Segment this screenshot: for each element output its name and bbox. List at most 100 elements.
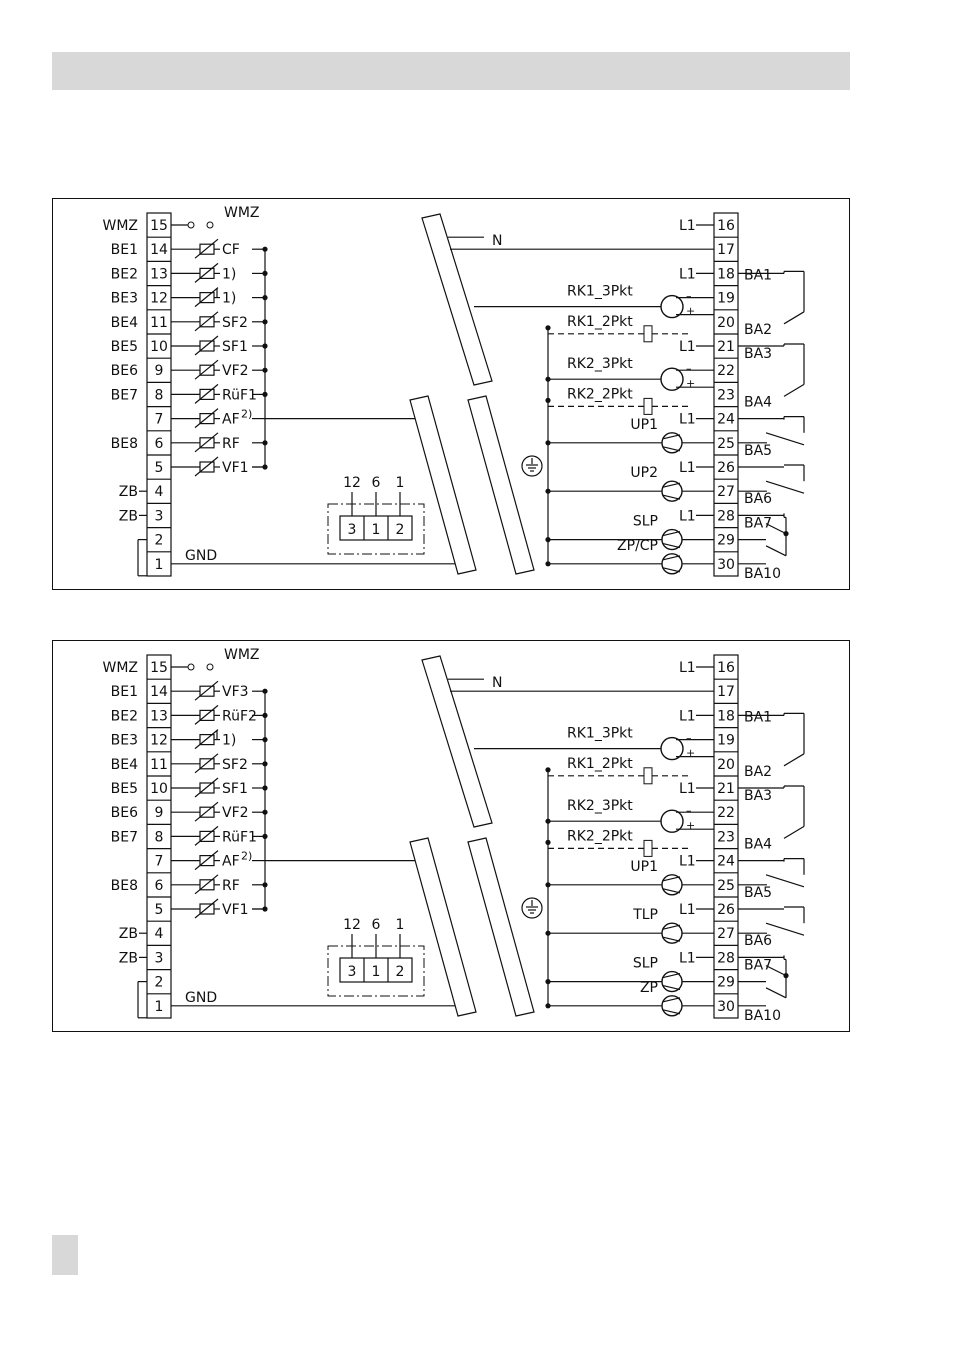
sensor-label: AF — [222, 412, 240, 428]
connector-top-label: 12 — [343, 475, 361, 491]
pump-icon-chevron — [662, 446, 681, 452]
pump-icon-chevron — [662, 531, 681, 537]
sensor-arrow — [194, 359, 219, 380]
left-terminal-number: 2 — [155, 975, 164, 991]
input-label: BE3 — [111, 291, 138, 307]
sensor-arrow — [194, 777, 219, 798]
right-terminal-number: 17 — [717, 684, 735, 700]
rk-label: RK2_2Pkt — [567, 828, 633, 844]
junction-dot — [545, 1003, 551, 1009]
left-terminal-number: 11 — [150, 315, 168, 331]
l1-label: L1 — [679, 266, 696, 282]
pump-icon — [661, 995, 683, 1017]
left-terminal-number: 9 — [155, 805, 164, 821]
input-label: BE5 — [111, 781, 138, 797]
sensor-label: RüF1 — [222, 387, 257, 403]
right-terminal-number: 20 — [717, 315, 735, 331]
junction-dot — [545, 488, 551, 494]
sensor-label: SF1 — [222, 781, 248, 797]
connector-pin-label: 2 — [396, 522, 405, 538]
gnd-label: GND — [185, 548, 217, 564]
l1-label: L1 — [679, 412, 696, 428]
input-label: BE7 — [111, 829, 138, 845]
pump-icon-chevron — [662, 973, 681, 979]
l1-label: L1 — [679, 854, 696, 870]
left-terminal-number: 11 — [150, 757, 168, 773]
relay-coil-icon — [643, 839, 653, 857]
sensor-label: CF — [222, 242, 240, 258]
right-terminal-strip — [713, 654, 739, 1019]
right-terminal-number: 21 — [717, 781, 735, 797]
left-terminal-number: 13 — [150, 708, 168, 724]
input-label: BE7 — [111, 387, 138, 403]
sensor-label: 1) — [222, 291, 236, 307]
input-label: BE1 — [111, 684, 138, 700]
left-terminal-number: 4 — [155, 926, 164, 942]
sensor-arrow — [194, 383, 219, 404]
sensor-arrow — [194, 432, 219, 453]
sensor-label: SF2 — [222, 315, 248, 331]
pump-icon — [661, 970, 683, 993]
junction-dot — [545, 979, 551, 985]
left-terminal-number: 6 — [155, 436, 164, 452]
right-terminal-number: 27 — [717, 926, 735, 942]
sensor-label: RF — [222, 878, 240, 894]
sensor-label: SF2 — [222, 757, 248, 773]
sensor-arrow — [194, 311, 219, 332]
relay-contact-blade — [765, 922, 805, 936]
left-terminal-number: 5 — [155, 460, 164, 476]
junction-dot — [545, 882, 551, 888]
left-terminal-number: 2 — [155, 533, 164, 549]
left-terminal-number: 14 — [150, 684, 168, 700]
input-label: BE8 — [111, 436, 138, 452]
ba-label: BA3 — [744, 346, 772, 362]
left-terminal-number: 1 — [155, 557, 164, 573]
pump-icon-chevron — [662, 555, 681, 561]
pump-icon-chevron — [662, 997, 681, 1003]
relay-contact-blade — [783, 825, 805, 839]
pump-icon-chevron — [662, 543, 681, 549]
neutral-label: N — [492, 675, 502, 691]
l1-label: L1 — [679, 781, 696, 797]
motor-sign: + — [686, 747, 695, 760]
input-label: BE3 — [111, 733, 138, 749]
left-terminal-strip — [146, 212, 172, 577]
left-terminal-number: 14 — [150, 242, 168, 258]
input-label: BE6 — [111, 363, 138, 379]
relay-contact-blade — [765, 874, 805, 888]
relay-contact-blade — [783, 383, 805, 397]
ba-label: BA6 — [744, 933, 772, 949]
pump-icon-chevron — [662, 434, 681, 440]
right-terminal-number: 22 — [717, 363, 735, 379]
pump-icon — [661, 480, 683, 502]
rk-label: RK1_3Pkt — [567, 284, 633, 300]
input-label: BE2 — [111, 266, 138, 282]
right-terminal-number: 24 — [717, 412, 735, 428]
left-terminal-number: 7 — [155, 412, 164, 428]
input-label: ZB — [119, 484, 138, 500]
right-terminal-number: 18 — [717, 266, 735, 282]
right-terminal-number: 29 — [717, 975, 735, 991]
sensor-label: RüF1 — [222, 829, 257, 845]
cable-bundle-lower-left — [409, 837, 477, 1017]
ba-label: BA7 — [744, 515, 772, 531]
ba-label: BA4 — [744, 836, 772, 852]
input-label: BE5 — [111, 339, 138, 355]
junction-dot — [545, 839, 551, 845]
right-terminal-number: 16 — [717, 660, 735, 676]
relay-contact-blade — [783, 311, 805, 325]
rk-label: RK2_3Pkt — [567, 356, 633, 372]
right-terminal-number: 28 — [717, 950, 735, 966]
left-terminal-number: 5 — [155, 902, 164, 918]
earth-icon — [521, 897, 543, 919]
pump-icon-chevron — [662, 985, 681, 991]
page-marker — [52, 1235, 78, 1275]
connector-pin-label: 3 — [348, 964, 357, 980]
pump-label: TLP — [632, 907, 658, 923]
connector-top-label: 6 — [372, 917, 381, 933]
sensor-label: 1) — [222, 266, 236, 282]
input-label: ZB — [119, 950, 138, 966]
relay-contact-blade — [765, 965, 787, 977]
